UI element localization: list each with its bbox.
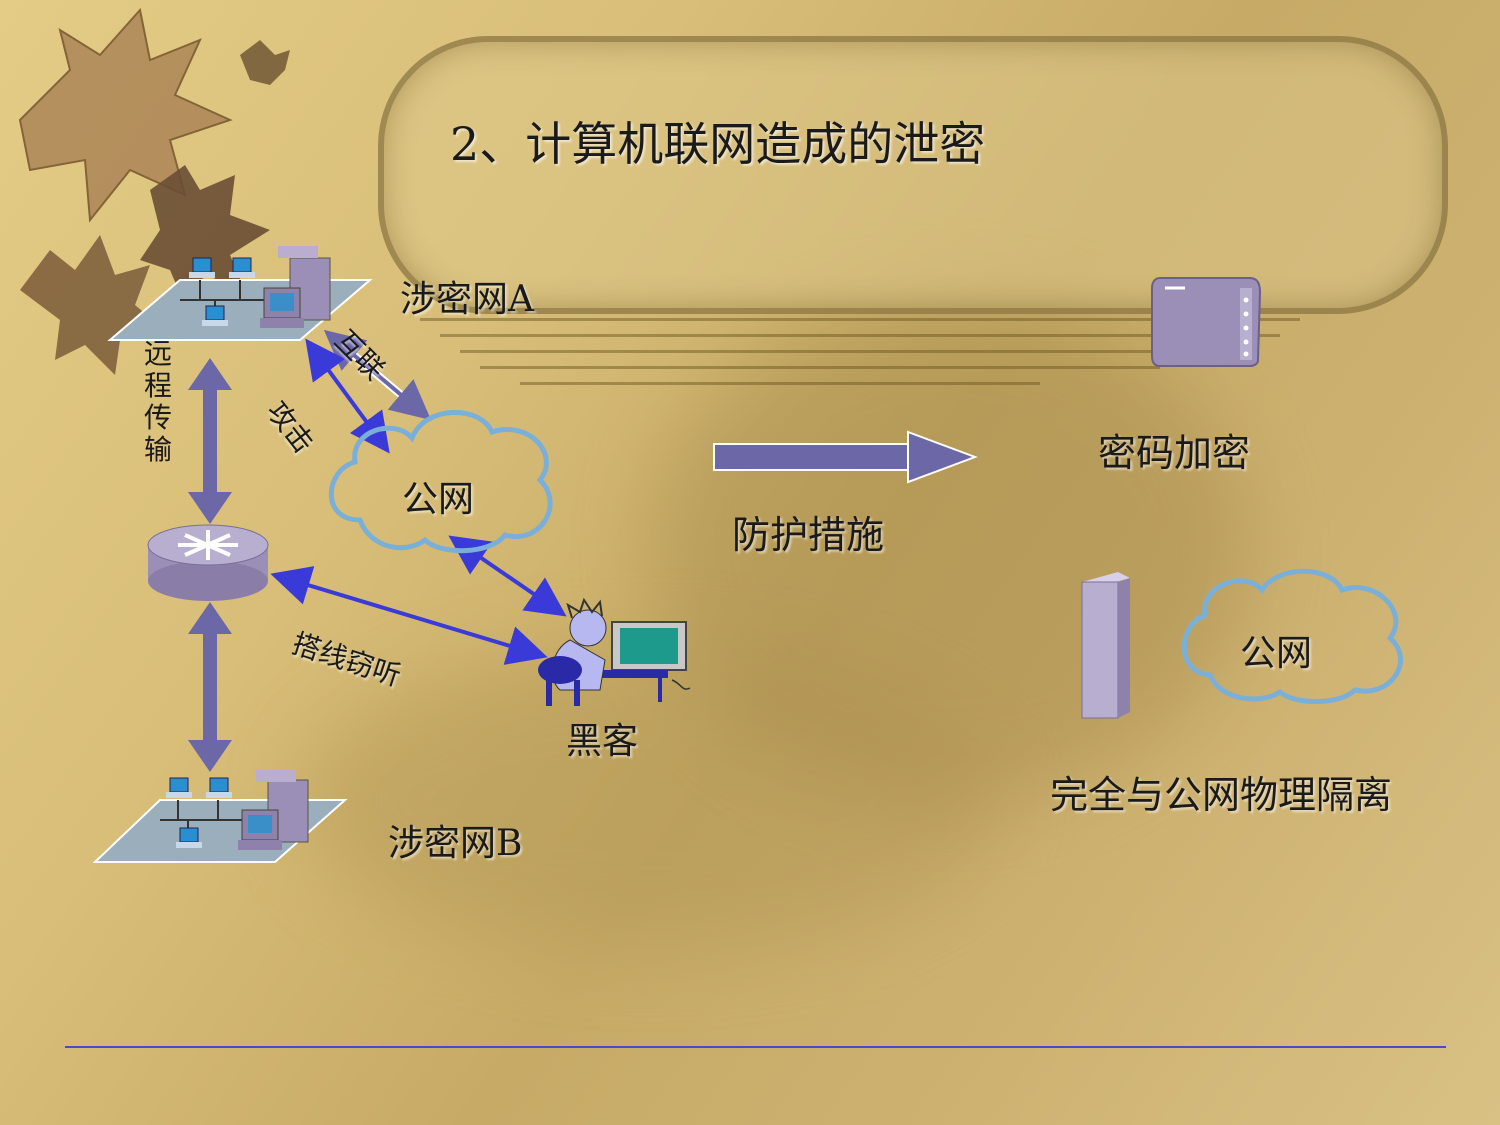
public-net-cloud-icon [328, 409, 553, 554]
protection-arrow [713, 430, 978, 484]
server-icon [260, 246, 331, 328]
maple-leaf-icon [240, 40, 290, 85]
maple-leaf-icon [20, 235, 165, 375]
network-a-label: 涉密网A [400, 279, 534, 320]
public-net-label: 公网 [402, 479, 475, 520]
slide-title: 2、计算机联网造成的泄密 [450, 117, 986, 171]
workstation-icon [176, 827, 202, 848]
workstation-icon [166, 777, 192, 798]
workstation-icon [202, 305, 228, 326]
bottom-rule [65, 1046, 1446, 1048]
encryption-device-icon [1151, 277, 1262, 367]
encryption-label: 密码加密 [1098, 431, 1251, 475]
background-shade [300, 650, 1000, 950]
hacker-icon [538, 597, 691, 706]
workstation-icon [189, 257, 215, 278]
lan-b-link-arrow [188, 602, 232, 772]
decor-stripe [480, 366, 1160, 369]
workstation-icon [229, 257, 255, 278]
remote-transfer-label: 远程传输 [143, 337, 172, 466]
isolated-public-net-cloud-icon [1181, 568, 1403, 704]
decor-stripe [460, 350, 1240, 353]
router-icon [147, 524, 269, 601]
isolated-public-net-label: 公网 [1240, 633, 1313, 674]
network-b-label: 涉密网B [388, 823, 523, 864]
maple-leaf-icon [140, 165, 270, 305]
physical-isolation-label: 完全与公网物理隔离 [1050, 773, 1393, 817]
decor-stripe [420, 318, 1300, 321]
isolation-server-tower-icon [1081, 572, 1130, 719]
hacker-label: 黑客 [566, 721, 639, 762]
decor-stripe [440, 334, 1280, 337]
title-panel [378, 36, 1448, 314]
remote-transfer-arrow [188, 358, 232, 524]
background-shade [650, 300, 1250, 800]
wiretap-arrow [270, 566, 548, 665]
protection-measures-heading: 防护措施 [732, 513, 885, 557]
network-a-platform [107, 279, 373, 341]
workstation-icon [206, 777, 232, 798]
maple-leaf-icon [18, 7, 233, 223]
decor-stripe [520, 382, 1040, 385]
server-icon [238, 770, 309, 850]
